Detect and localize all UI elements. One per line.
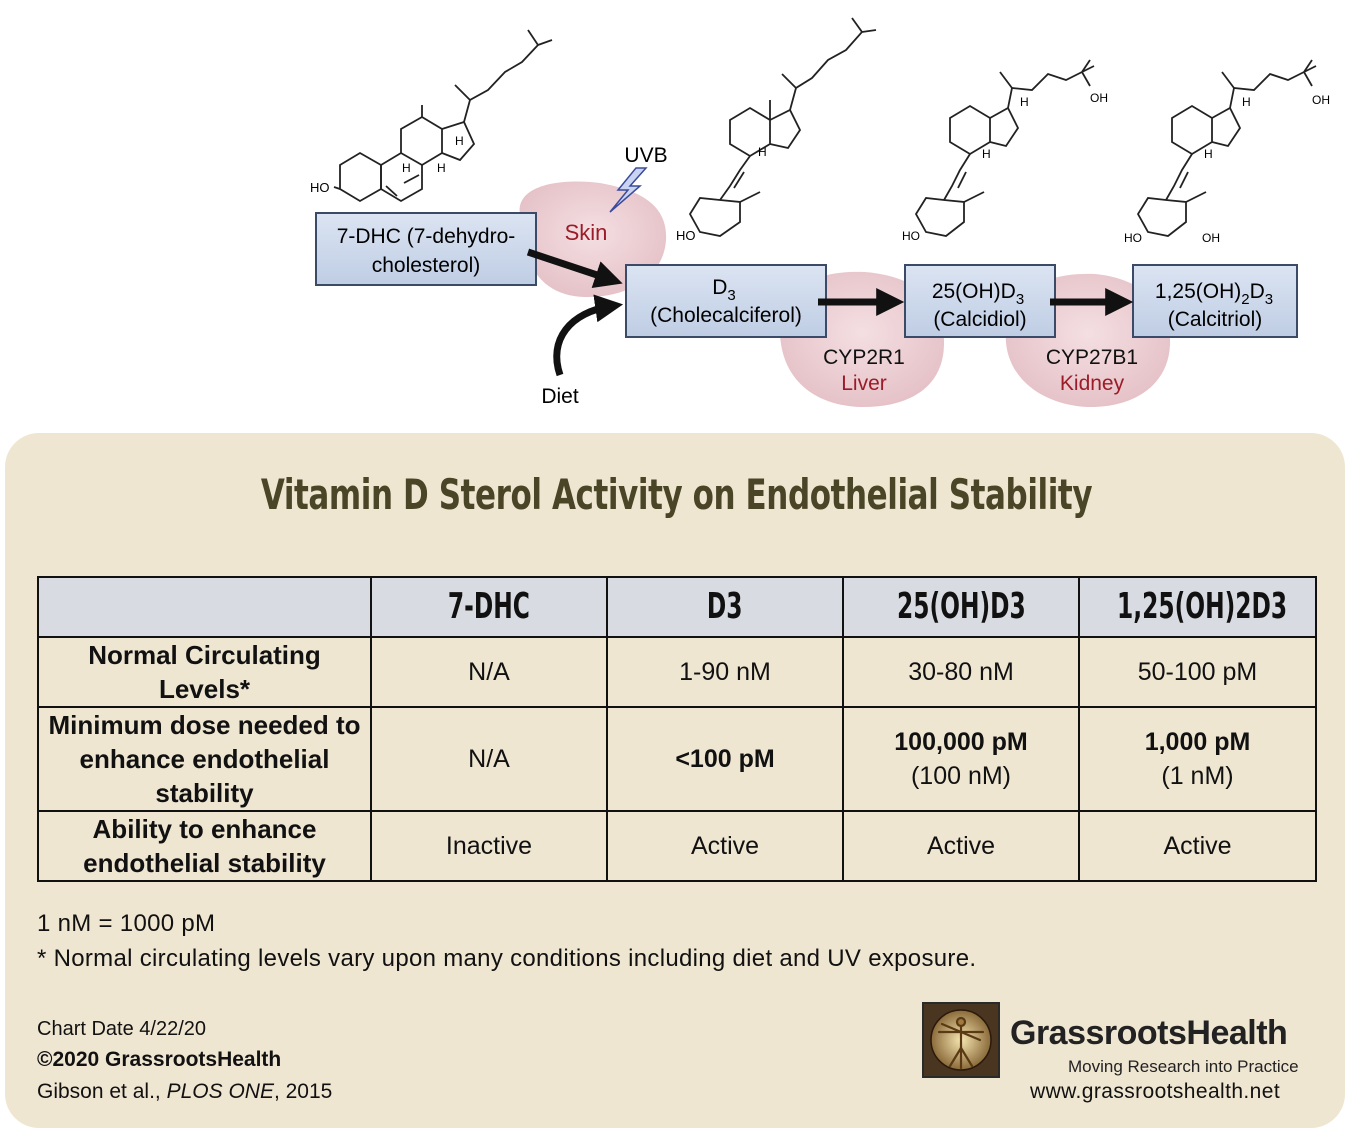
cell-secondary: (1 nM) [1161,762,1234,790]
kidney-enzyme-label: CYP27B1 [1046,346,1138,369]
logo-name: GrassrootsHealth [1010,1014,1288,1052]
table-row: Normal Circulating Levels* N/A 1-90 nM 3… [37,636,1317,708]
chart-date: Chart Date 4/22/20 [37,1018,206,1040]
row-label: Normal Circulating Levels* [37,636,372,708]
calcitriol-oh-atom-2: OH [1312,93,1330,107]
copyright: ©2020 GrassrootsHealth [37,1048,282,1071]
panel-title: Vitamin D Sterol Activity on Endothelial… [260,470,1093,519]
grassroots-logo-icon [922,1002,1000,1078]
kidney-label: Kidney [1060,372,1125,395]
diet-arrow [553,294,624,377]
calcitriol-ho-atom: HO [1124,231,1142,245]
d3-ho-atom: HO [676,228,696,243]
calcitriol-h-atom-1: H [1242,95,1251,109]
dhc-ho-atom: HO [310,180,330,195]
calcidiol-molecule-icon [914,59,1095,237]
citation: Gibson et al., PLOS ONE, 2015 [37,1080,333,1103]
calcidiol-box-subtitle: (Calcidiol) [933,308,1026,331]
table-cell: 1-90 nM [606,636,844,708]
d3-box-title: D3 [712,276,736,304]
calcidiol-ho-atom: HO [902,229,920,243]
table-cell: 1,000 pM (1 nM) [1078,706,1317,812]
table-cell: N/A [370,636,608,708]
calcitriol-molecule-icon [1136,59,1317,237]
table-cell: N/A [370,706,608,812]
website-link[interactable]: www.grassrootshealth.net [1030,1080,1281,1103]
row-label: Ability to enhance endothelial stability [37,810,372,882]
dhc-box-line1: 7-DHC (7-dehydro- [337,225,516,248]
table-cell: 100,000 pM (100 nM) [842,706,1080,812]
calcidiol-h-atom-1: H [1020,95,1029,109]
sterol-activity-table: 7-DHC D3 25(OH)D3 1,25(OH)2D3 Normal Cir… [37,576,1317,882]
dhc-molecule-icon [333,29,553,203]
d3-box-subtitle: (Cholecalciferol) [650,304,802,327]
dhc-to-d3-arrow [526,248,623,288]
cell-primary: 100,000 pM [894,728,1028,756]
vitamin-d-pathway-diagram: Skin CYP2R1 Liver CYP27B1 Kidney 7-DHC (… [310,17,1330,408]
cell-secondary: (100 nM) [910,762,1012,790]
d3-h-atom: H [758,145,767,159]
table-cell: Active [842,810,1080,882]
dhc-h-atom-2: H [437,161,446,175]
table-cell: 50-100 pM [1078,636,1317,708]
liver-enzyme-label: CYP2R1 [823,346,905,369]
footnote: * Normal circulating levels vary upon ma… [37,945,977,972]
calcitriol-box-subtitle: (Calcitriol) [1168,308,1263,331]
header-d3: D3 [606,576,844,638]
diet-label: Diet [541,385,579,408]
calcitriol-box-title: 1,25(OH)2D3 [1155,280,1273,308]
d3-box [625,264,827,338]
cell-primary: 1,000 pM [1144,728,1251,756]
table-cell: <100 pM [606,706,844,812]
header-25ohd3: 25(OH)D3 [842,576,1080,638]
dhc-h-atom-3: H [455,134,464,148]
logo-tagline: Moving Research into Practice [1068,1057,1299,1076]
calcitriol-box [1132,264,1298,338]
calcidiol-box [904,264,1056,338]
calcidiol-box-title: 25(OH)D3 [932,280,1024,308]
dhc-box-line2: cholesterol) [372,254,481,277]
table-header-row: 7-DHC D3 25(OH)D3 1,25(OH)2D3 [37,576,1317,638]
table-cell: Inactive [370,810,608,882]
dhc-box [315,212,537,286]
calcitriol-oh-atom-1: OH [1202,231,1220,245]
dhc-h-atom-1: H [402,161,411,175]
table-cell: 30-80 nM [842,636,1080,708]
d3-molecule-icon [688,17,877,237]
header-7-dhc: 7-DHC [370,576,608,638]
uvb-lightning-icon [609,167,648,213]
table-cell: Active [606,810,844,882]
calcitriol-h-atom-2: H [1204,147,1213,161]
table-cell: Active [1078,810,1317,882]
table-row: Ability to enhance endothelial stability… [37,810,1317,882]
calcidiol-h-atom-2: H [982,147,991,161]
table-row: Minimum dose needed to enhance endotheli… [37,706,1317,812]
unit-note: 1 nM = 1000 pM [37,910,216,937]
liver-label: Liver [841,372,887,395]
calcidiol-oh-atom: OH [1090,91,1108,105]
header-empty [37,576,372,638]
row-label: Minimum dose needed to enhance endotheli… [37,706,372,812]
skin-label: Skin [565,220,608,245]
uvb-label: UVB [624,144,667,167]
header-125oh2d3: 1,25(OH)2D3 [1078,576,1317,638]
